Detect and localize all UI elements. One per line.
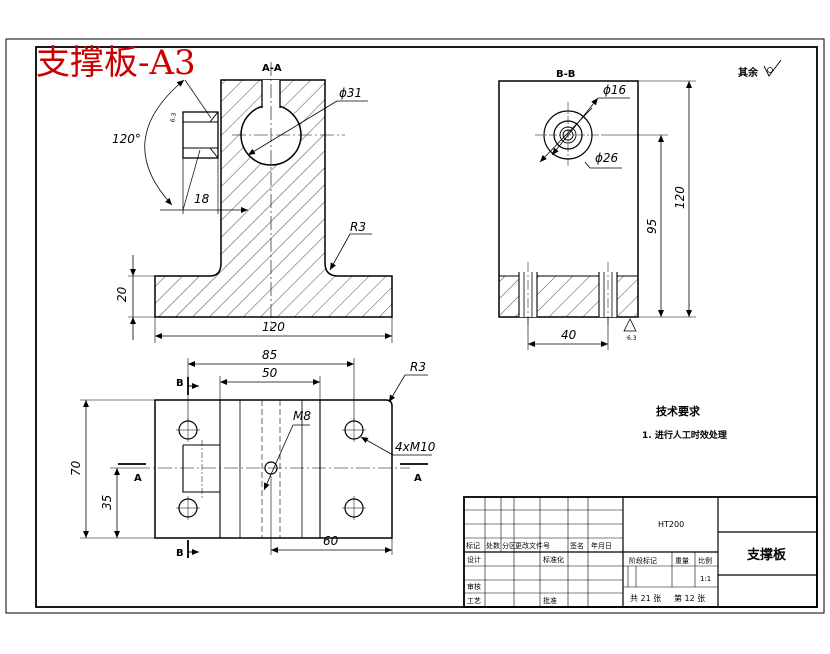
check-label: 审核 [467,582,481,591]
inner-border [35,46,818,608]
design-label: 设计 [467,555,481,564]
roughness-bb-bottom: 6.3 [627,335,637,342]
side-view-section-bb: ϕ16 ϕ26 120 95 40 6.3 B-B [498,69,696,350]
title-block [463,496,818,608]
tech-req-heading: 技术要求 [656,404,701,418]
approve-label: 批准 [543,596,557,605]
dim-phi16: ϕ16 [603,83,627,97]
front-view-section-aa: 120° 6.3 18 ϕ31 R3 20 120 A-A [112,62,393,343]
tech-req-item-1: 1. 进行人工时效处理 [642,429,727,441]
dim-phi31: ϕ31 [339,86,362,100]
stage-mark-label: 阶段标记 [629,556,657,565]
header-cell-3: 更改文件号 [515,541,550,550]
section-label-bb: B-B [556,69,575,80]
process-label: 工艺 [467,597,481,605]
material-label: HT200 [658,520,684,529]
sheets-total: 共 21 张 [630,594,661,603]
section-marker-b-bottom: B [176,548,184,559]
dim-35: 35 [100,495,114,510]
section-marker-b-top: B [176,378,184,389]
header-cell-4: 签名 [570,541,584,550]
title-stamp: 支撑板-A3 [36,43,196,83]
top-view: A A B B 85 50 R3 M8 4xM10 70 [69,348,436,559]
dim-m8: M8 [293,409,311,423]
sheet-number: 第 12 张 [674,593,705,603]
dim-40: 40 [561,328,577,342]
dim-120-side: 120 [673,186,687,209]
section-marker-a-left: A [134,473,142,484]
title-block-text: HT200 支撑板 标记 处数 分区 更改文件号 签名 年月日 设计 标准化 审… [466,520,787,605]
dim-50: 50 [262,366,278,380]
roughness-counterbore: 6.3 [169,112,178,123]
header-cell-5: 年月日 [591,541,612,550]
dim-18: 18 [194,192,210,206]
surface-roughness-note: 其余 [738,59,782,79]
scale-value: 1:1 [700,575,711,583]
dim-70: 70 [69,460,83,476]
header-cell-2: 分区 [502,541,516,550]
dim-r3-front: R3 [350,220,366,234]
outer-border [5,38,825,614]
dim-85: 85 [262,348,277,362]
technical-requirements: 技术要求 1. 进行人工时效处理 [642,404,727,441]
dim-20: 20 [115,286,129,302]
section-label-aa: A-A [262,63,282,74]
standardize-label: 标准化 [543,555,564,564]
dim-phi26: ϕ26 [595,151,619,165]
dim-4xm10: 4xM10 [395,440,436,454]
dim-60: 60 [323,534,339,548]
surface-note-label: 其余 [738,66,759,79]
part-name: 支撑板 [746,547,787,563]
header-cell-0: 标记 [466,541,480,550]
dim-95: 95 [645,219,659,234]
section-marker-a-right: A [414,473,422,484]
dim-r3-top: R3 [410,360,426,374]
dim-120-front: 120 [262,320,285,334]
header-cell-1: 处数 [486,541,500,550]
scale-label: 比例 [698,556,712,565]
weight-label: 重量 [675,557,689,565]
angle-label: 120° [112,132,141,146]
